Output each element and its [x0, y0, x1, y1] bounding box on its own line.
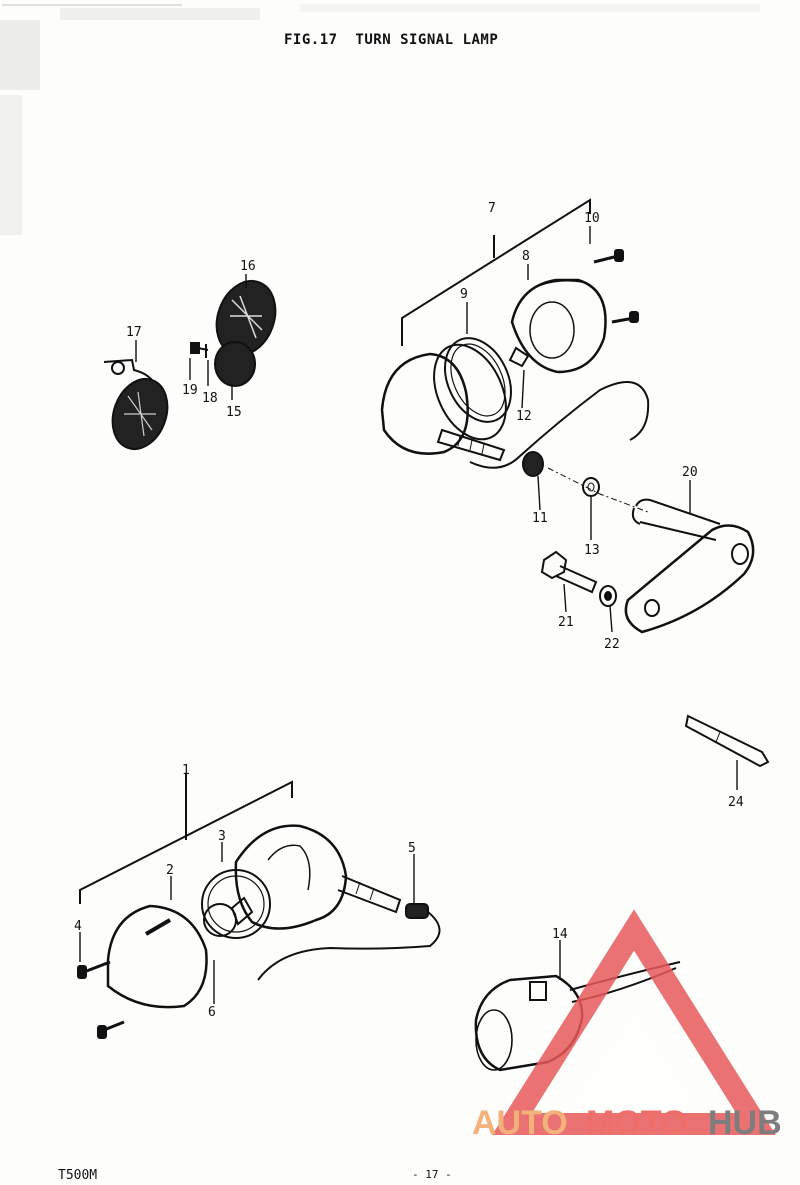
- reflector-assembly: [103, 280, 277, 450]
- page-number: - 17 -: [412, 1168, 452, 1181]
- callout-6: 6: [208, 1005, 216, 1020]
- upper-lamp-assembly: [380, 198, 755, 634]
- callout-11: 11: [532, 511, 548, 526]
- callout-3: 3: [218, 829, 226, 844]
- lower-lamp-assembly: [77, 774, 441, 1039]
- callout-9: 9: [460, 287, 468, 302]
- watermark-word-hub: HUB: [708, 1104, 782, 1142]
- figure-title: FIG.17 TURN SIGNAL LAMP: [284, 32, 499, 48]
- watermark-logo: [492, 909, 776, 1135]
- leader-lines: [79, 226, 738, 1004]
- callout-19: 19: [182, 383, 198, 398]
- model-code: T500M: [58, 1168, 98, 1183]
- callout-17: 17: [126, 325, 142, 340]
- wire-terminal: [684, 714, 770, 768]
- watermark-word-moto: MOTO: [586, 1104, 687, 1142]
- callout-22: 22: [604, 637, 620, 652]
- scan-noise: [0, 4, 760, 235]
- callout-15: 15: [226, 405, 242, 420]
- callout-21: 21: [558, 615, 574, 630]
- watermark-text: AUTO MOTO HUB: [472, 1104, 782, 1142]
- callout-14: 14: [552, 927, 568, 942]
- callout-4: 4: [74, 919, 82, 934]
- callout-1: 1: [182, 763, 190, 778]
- callout-12: 12: [516, 409, 532, 424]
- callout-24: 24: [728, 795, 744, 810]
- callout-labels: 16 17 19 18 15 7 10 8 9 12 11 13 20 21 2…: [74, 201, 744, 1020]
- callout-10: 10: [584, 211, 600, 226]
- callout-2: 2: [166, 863, 174, 878]
- callout-16: 16: [240, 259, 256, 274]
- callout-13: 13: [584, 543, 600, 558]
- callout-20: 20: [682, 465, 698, 480]
- watermark-word-auto: AUTO: [472, 1104, 568, 1142]
- callout-7: 7: [488, 201, 496, 216]
- callout-5: 5: [408, 841, 416, 856]
- callout-18: 18: [202, 391, 218, 406]
- callout-8: 8: [522, 249, 530, 264]
